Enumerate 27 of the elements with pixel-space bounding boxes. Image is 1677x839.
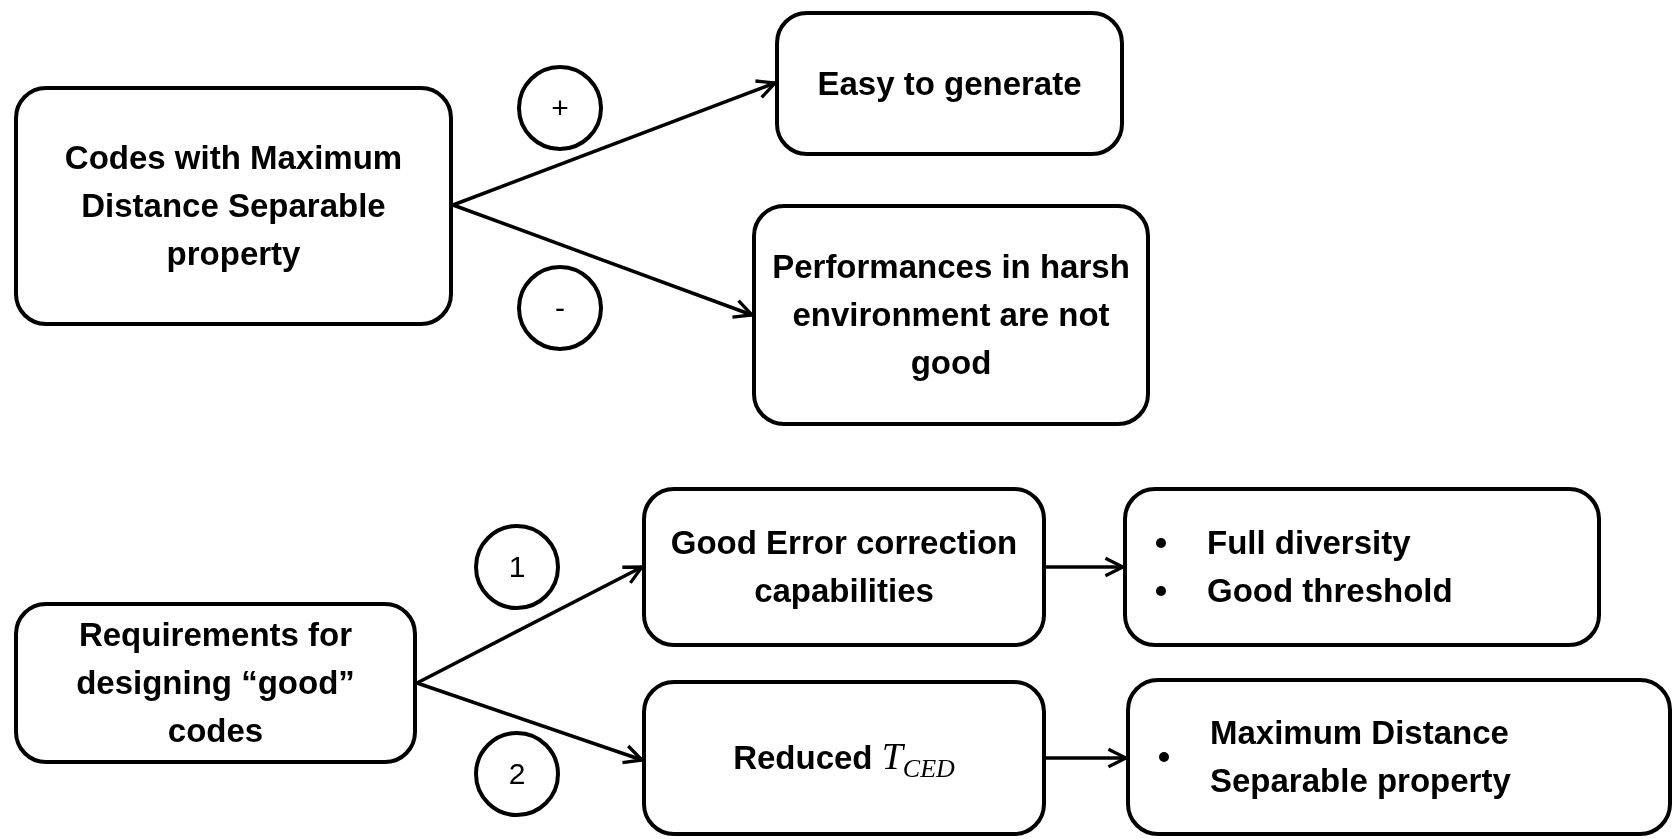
sign-label: - [555, 290, 565, 327]
arrow [452, 79, 777, 207]
bullet-text: Full diversity [1207, 523, 1411, 564]
bullet-list-box [1126, 678, 1672, 836]
process-box [14, 602, 417, 764]
arrow [416, 565, 644, 685]
arrow [452, 203, 754, 319]
node-text: Easy to generate [817, 63, 1082, 104]
process-box [775, 11, 1124, 156]
arrow [416, 681, 644, 765]
sign-label: 2 [508, 756, 526, 793]
process-box [642, 487, 1046, 647]
process-box [14, 86, 453, 326]
sign-label: 1 [508, 549, 526, 586]
node-text: Codes with Maximum Distance Separable property [63, 138, 404, 274]
process-box [752, 204, 1150, 426]
bullet-text: Good threshold [1207, 571, 1453, 611]
bullet-list-box [1123, 487, 1601, 647]
node-text: Reduced T$_{CED}$ [733, 733, 955, 785]
node-text: Requirements for designing “good” codes [75, 615, 356, 751]
bullet-text: Maximum Distance Separable property [1210, 713, 1512, 801]
node-text: Good Error correction capabilities [669, 523, 1019, 611]
sign-label: + [551, 90, 569, 127]
arrow [1046, 747, 1128, 769]
process-box [642, 680, 1046, 836]
node-text: Performances in harsh environment are not good [771, 247, 1131, 383]
arrow [1046, 556, 1125, 578]
